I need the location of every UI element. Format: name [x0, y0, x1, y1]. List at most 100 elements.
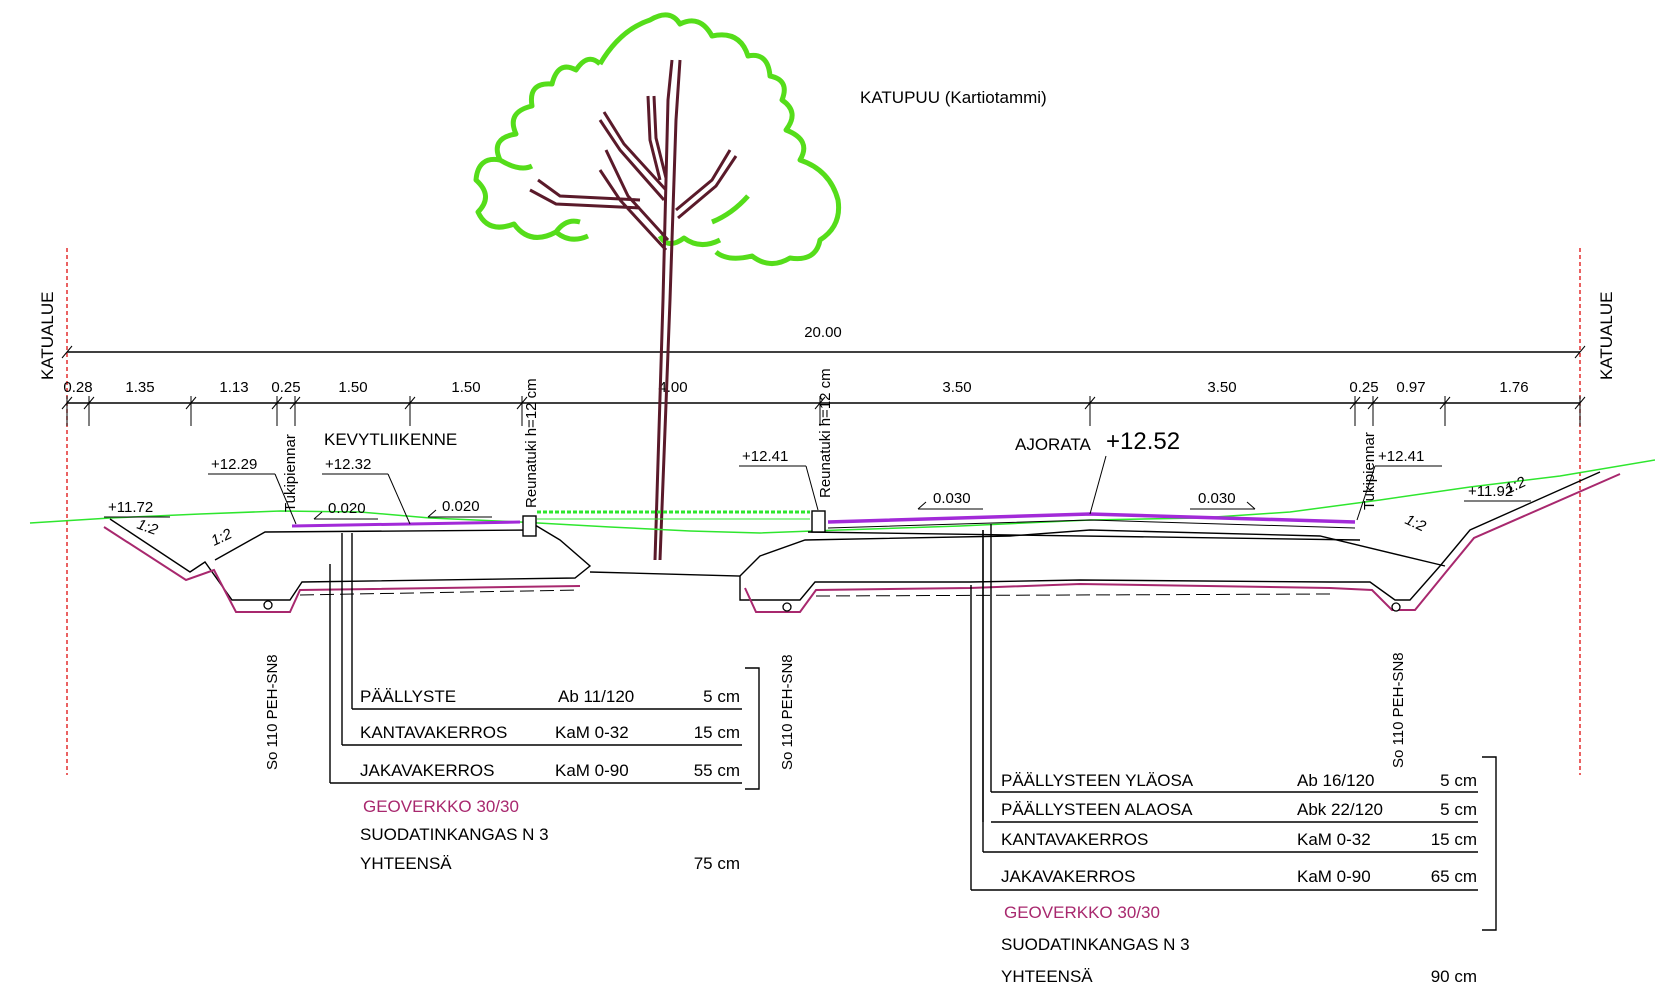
dimension-tick-slash: [516, 396, 528, 410]
pipe-circle-icon: [1391, 602, 1401, 612]
right-layer-name: PÄÄLLYSTEEN YLÄOSA: [1001, 771, 1194, 790]
elevation-label: +12.32: [325, 456, 371, 473]
dimension-tick-slash: [1574, 396, 1586, 410]
right-layer-thickness: 65 cm: [1431, 867, 1477, 886]
right-layer-material: KaM 0-90: [1297, 867, 1371, 886]
right-fabric-label: SUODATINKANGAS N 3: [1001, 935, 1190, 954]
elevation-labels: +11.72 +12.29 +12.32 +12.41 +12.41 +11.9…: [104, 448, 1531, 525]
left-layer-thickness: 5 cm: [703, 687, 740, 706]
segment-label: 0.97: [1396, 379, 1425, 396]
left-layer-name: JAKAVAKERROS: [360, 761, 494, 780]
segment-label: 0.28: [63, 379, 92, 396]
dimension-tick-slash: [271, 396, 283, 410]
left-layer-name: PÄÄLLYSTE: [360, 687, 456, 706]
left-geogrid-label: GEOVERKKO 30/30: [363, 797, 519, 816]
right-layer-table: PÄÄLLYSTEEN YLÄOSA Ab 16/120 5 cm PÄÄLLY…: [970, 524, 1497, 986]
right-layer-material: Ab 16/120: [1297, 771, 1375, 790]
right-total-label: YHTEENSÄ: [1001, 967, 1093, 986]
curb-label-left: Reunatuki h=12 cm: [523, 378, 540, 508]
right-layer-name: PÄÄLLYSTEEN ALAOSA: [1001, 800, 1193, 819]
pipe-circle-icon: [263, 600, 273, 610]
segment-label: 0.25: [1349, 379, 1378, 396]
segment-label: 1.76: [1499, 379, 1528, 396]
drain-label: So 110 PEH-SN8: [779, 654, 796, 770]
left-layer-thickness: 55 cm: [694, 761, 740, 780]
elevation-label: +12.41: [1378, 448, 1424, 465]
dimension-tick-slash: [1367, 396, 1379, 410]
structure-outline: [103, 471, 1621, 613]
left-layer-thickness: 15 cm: [694, 723, 740, 742]
segment-label: 1.50: [338, 379, 367, 396]
dimension-tick-slash: [1439, 396, 1451, 410]
left-total-label: YHTEENSÄ: [360, 854, 452, 873]
segment-label: 1.50: [451, 379, 480, 396]
street-boundaries: KATUALUE KATUALUE: [38, 248, 1616, 775]
roadway-label: AJORATA: [1015, 435, 1092, 454]
dimension-tick-slash: [814, 396, 826, 410]
boundary-label-right: KATUALUE: [1597, 292, 1616, 381]
right-layer-material: Abk 22/120: [1297, 800, 1383, 819]
left-layer-material: KaM 0-32: [555, 723, 629, 742]
elevation-label: +11.92: [1468, 483, 1513, 500]
slope-label: 0.020: [442, 498, 480, 515]
curb-left: [522, 515, 537, 537]
curb-right: [811, 510, 826, 533]
segment-dimensions: 0.28 1.35 1.13 0.25 1.50 1.50 4.00 3.50 …: [61, 379, 1586, 426]
segment-label: 3.50: [942, 379, 971, 396]
drains: So 110 PEH-SN8 So 110 PEH-SN8 So 110 PEH…: [263, 600, 1407, 770]
drain-label: So 110 PEH-SN8: [264, 654, 281, 770]
segment-label: 1.35: [125, 379, 154, 396]
left-layer-material: KaM 0-90: [555, 761, 629, 780]
right-layer-material: KaM 0-32: [1297, 830, 1371, 849]
planted-strip: [537, 510, 810, 520]
right-layer-name: JAKAVAKERROS: [1001, 867, 1135, 886]
right-geogrid-label: GEOVERKKO 30/30: [1004, 903, 1160, 922]
shoulder-label-left: Tukipiennar: [282, 434, 299, 512]
dimension-tick-slash: [185, 396, 197, 410]
left-layer-table: PÄÄLLYSTE Ab 11/120 5 cm KANTAVAKERROS K…: [329, 533, 760, 873]
drain-label: So 110 PEH-SN8: [1390, 652, 1407, 768]
pipe-circle-icon: [782, 602, 792, 612]
segment-label: 1.13: [219, 379, 248, 396]
geogrid-line: [103, 473, 1621, 613]
boundary-label-left: KATUALUE: [38, 292, 57, 381]
left-fabric-label: SUODATINKANGAS N 3: [360, 825, 549, 844]
segment-label: 3.50: [1207, 379, 1236, 396]
elevation-label: +12.41: [742, 448, 788, 465]
curb-label-right: Reunatuki h=12 cm: [817, 368, 834, 498]
segment-label: 0.25: [271, 379, 300, 396]
segment-label: 4.00: [658, 379, 687, 396]
tree-foliage: [473, 12, 842, 266]
slope-ratio-label: 1:2: [1402, 511, 1429, 535]
right-layer-name: KANTAVAKERROS: [1001, 830, 1148, 849]
dimension-tick-slash: [404, 396, 416, 410]
dimension-tick-slash: [1084, 396, 1096, 410]
roadway-elevation: +12.52: [1106, 428, 1180, 455]
slope-label: 0.030: [933, 490, 971, 507]
dimension-tick-slash: [1349, 396, 1361, 410]
slope-ratio-label: 1:2: [135, 516, 161, 539]
left-layer-material: Ab 11/120: [558, 687, 634, 706]
left-total-value: 75 cm: [694, 854, 740, 873]
elevation-label: +11.72: [108, 499, 153, 516]
slope-ratio-label: 1:2: [209, 525, 236, 549]
tree-label: KATUPUU (Kartiotammi): [860, 88, 1047, 107]
right-layer-thickness: 5 cm: [1440, 800, 1477, 819]
shoulder-label-right: Tukipiennar: [1361, 432, 1378, 510]
slope-label: 0.030: [1198, 490, 1236, 507]
roadway-pavement: [827, 512, 1356, 524]
elevation-label: +12.29: [211, 456, 257, 473]
right-layer-thickness: 5 cm: [1440, 771, 1477, 790]
dimension-tick-slash: [83, 396, 95, 410]
dimension-tick-slash: [61, 396, 73, 410]
terrain-line: [29, 459, 1655, 534]
pedestrian-pavement: [291, 520, 521, 528]
total-width-label: 20.00: [804, 324, 842, 341]
right-layer-thickness: 15 cm: [1431, 830, 1477, 849]
pedestrian-path-label: KEVYTLIIKENNE: [324, 430, 457, 449]
tree-icon: KATUPUU (Kartiotammi): [473, 12, 1047, 561]
dimension-tick-slash: [289, 396, 301, 410]
right-total-value: 90 cm: [1431, 967, 1477, 986]
slope-label: 0.020: [328, 500, 366, 517]
